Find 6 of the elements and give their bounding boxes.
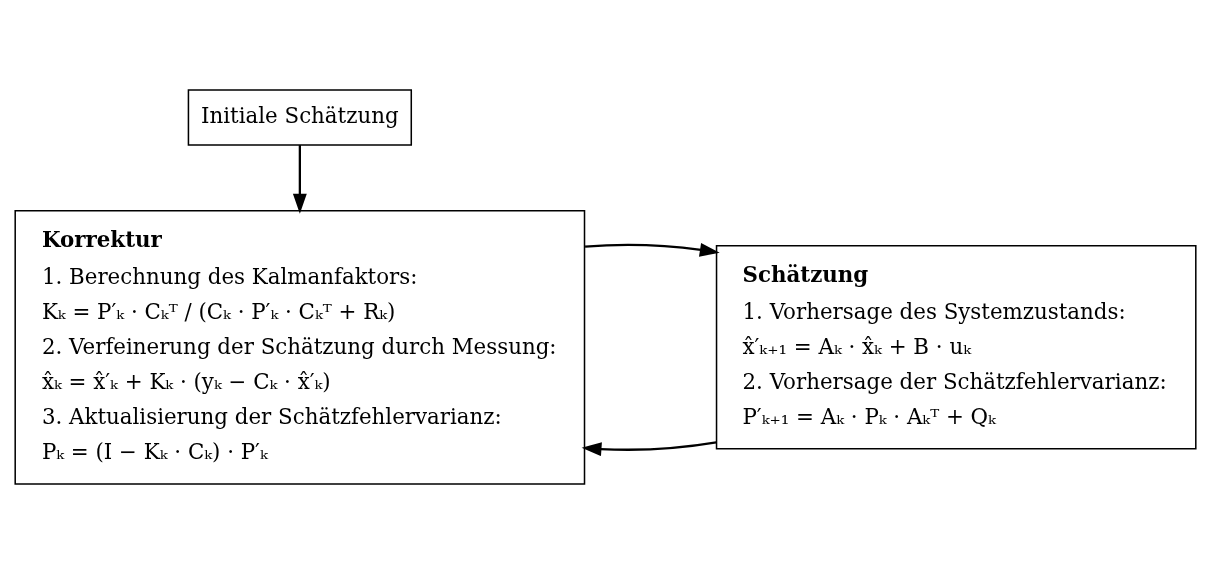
arrow: [581, 441, 717, 457]
arrow: [292, 145, 307, 214]
node-box: Initiale Schätzung: [187, 89, 413, 146]
node-box: Korrektur 1. Berechnung des Kalmanfaktors: Kₖ = P′ₖ · Cₖᵀ / (Cₖ · P′ₖ · Cₖᵀ + Rₖ) 2. Verfeinerung der Schätzung durch Messung: x̂ₖ = x̂′ₖ + Kₖ · (yₖ − Cₖ · x̂′ₖ) 3. Aktualisierung der Schätzfehlervarianz: Pₖ = (I − Kₖ · Cₖ) · P′ₖ: [14, 209, 586, 485]
arrow: [585, 242, 720, 257]
node-box: Schätzung 1. Vorhersage des Systemzustands: x̂′ₖ₊₁ = Aₖ · x̂ₖ + B · uₖ 2. Vorhersage der Schätzfehlervarianz: P′ₖ₊₁ = Aₖ · Pₖ · Aₖᵀ + Qₖ: [715, 245, 1197, 450]
